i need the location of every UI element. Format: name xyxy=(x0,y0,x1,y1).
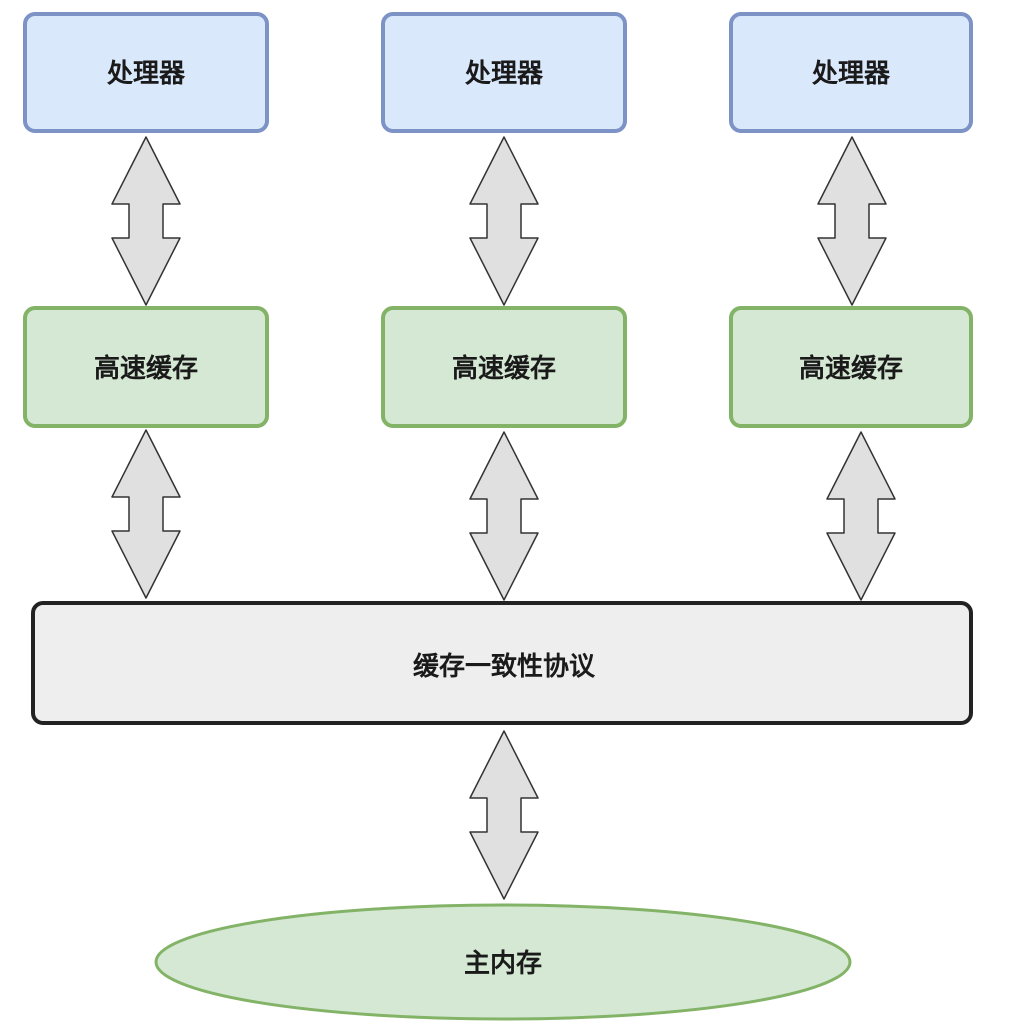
cache-node-1: 高速缓存 xyxy=(23,306,269,428)
cache-label: 高速缓存 xyxy=(799,353,903,384)
processor-node-1: 处理器 xyxy=(23,12,269,133)
cache-label: 高速缓存 xyxy=(452,353,556,384)
double-arrow-icon xyxy=(111,136,181,306)
double-arrow-icon xyxy=(469,431,539,601)
main-memory-label: 主内存 xyxy=(464,949,542,979)
coherence-protocol-bar: 缓存一致性协议 xyxy=(31,601,973,725)
processor-label: 处理器 xyxy=(811,59,891,89)
processor-node-3: 处理器 xyxy=(729,12,973,133)
double-arrow-icon xyxy=(817,136,887,306)
processor-label: 处理器 xyxy=(464,59,544,89)
cache-node-2: 高速缓存 xyxy=(381,306,627,428)
main-memory-node: 主内存 xyxy=(154,903,852,1021)
double-arrow-icon xyxy=(469,730,539,900)
processor-node-2: 处理器 xyxy=(381,12,627,133)
cache-label: 高速缓存 xyxy=(94,353,198,384)
protocol-label: 缓存一致性协议 xyxy=(413,651,596,682)
double-arrow-icon xyxy=(826,431,896,601)
processor-label: 处理器 xyxy=(106,59,186,89)
cache-node-3: 高速缓存 xyxy=(729,306,973,428)
double-arrow-icon xyxy=(469,136,539,306)
double-arrow-icon xyxy=(111,429,181,599)
